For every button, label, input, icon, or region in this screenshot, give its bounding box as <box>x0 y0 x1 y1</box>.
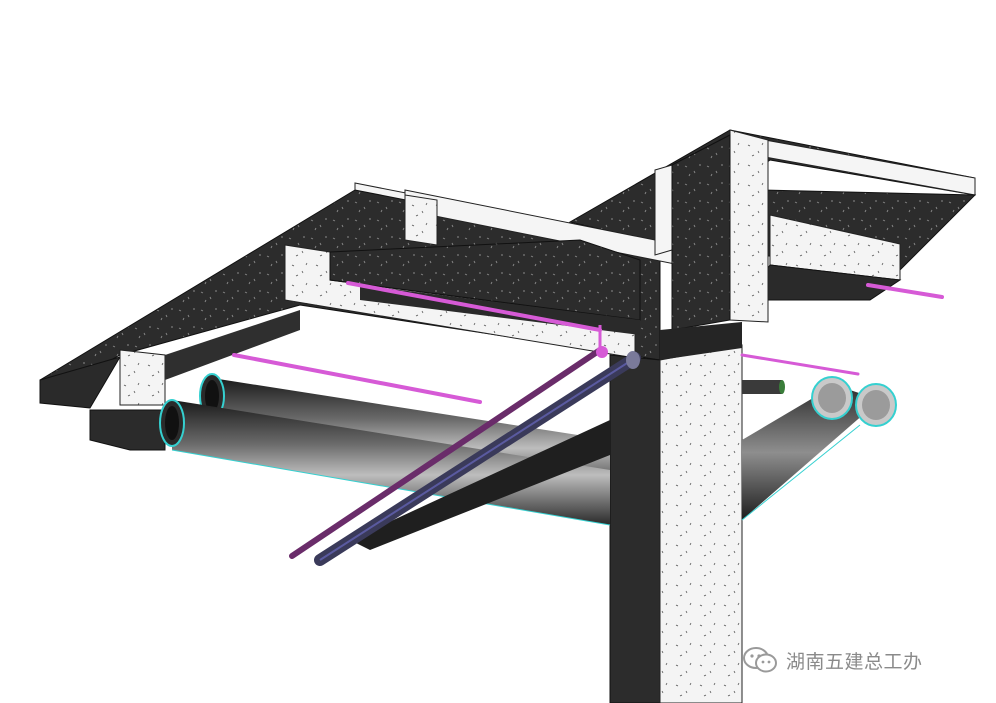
beam-recess <box>284 239 641 359</box>
wechat-icon <box>743 647 777 673</box>
watermark-text: 湖南五建总工办 <box>786 650 923 673</box>
left-beam <box>89 310 300 451</box>
transverse-beam <box>404 189 731 276</box>
concrete-column <box>609 129 769 703</box>
column-face <box>659 344 743 703</box>
pipe-fitting <box>596 346 608 358</box>
diagonal-pipe-1 <box>289 347 603 559</box>
right-pipe-group <box>741 376 897 521</box>
magenta-pipe-rear <box>866 283 944 299</box>
magenta-pipe-upper <box>346 281 602 332</box>
main-pipes <box>159 373 611 526</box>
green-duct <box>742 380 782 394</box>
magenta-pipe-lower <box>232 353 482 404</box>
small-pipes <box>232 281 944 566</box>
magenta-pipe-right <box>740 353 860 376</box>
watermark: 湖南五建总工办 <box>742 645 923 675</box>
cable-tray <box>350 420 610 550</box>
